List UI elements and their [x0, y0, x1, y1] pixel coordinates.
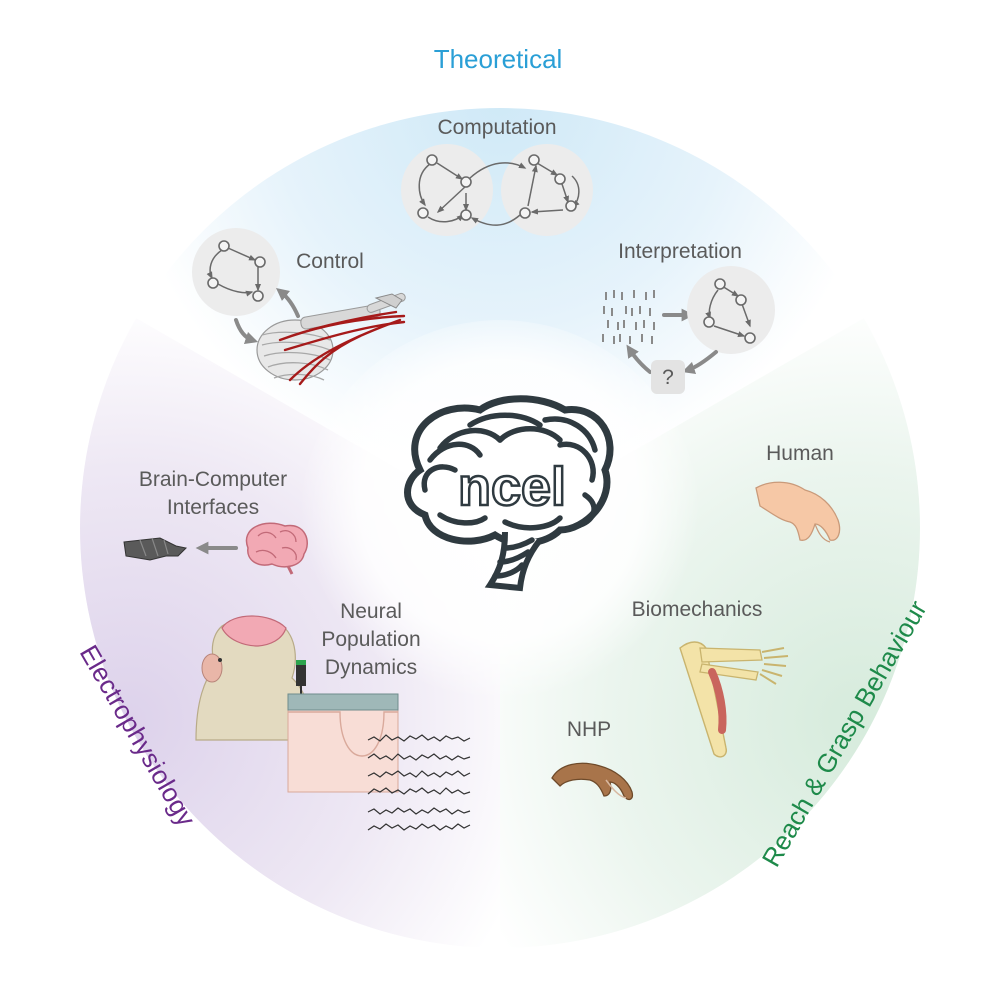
bci-label-line1: Brain-Computer	[139, 468, 287, 491]
control-arrow-down	[234, 318, 259, 345]
control-label: Control	[296, 250, 364, 273]
nhp-hand-icon	[551, 762, 634, 801]
computation-panel: Computation	[401, 116, 593, 236]
arm-bones-icon	[679, 641, 789, 758]
control-network-bg	[192, 228, 280, 316]
interpretation-panel: Interpretation ?	[602, 240, 775, 394]
computation-label: Computation	[437, 116, 556, 139]
ncel-logo-text: ncel	[458, 457, 566, 517]
ncel-brain-logo: ncel	[404, 395, 614, 592]
human-hand-icon	[755, 481, 841, 543]
arm-musculoskeletal-icon	[256, 292, 406, 386]
spike-raster-icon	[602, 290, 655, 344]
npd-label-line1: Neural	[340, 600, 402, 623]
theoretical-sector-bg	[136, 108, 864, 528]
interpretation-arrow-up	[626, 344, 652, 374]
pink-brain-icon	[245, 522, 308, 575]
npd-panel: Neural Population Dynamics	[195, 600, 471, 831]
theoretical-title: Theoretical	[434, 44, 563, 74]
question-mark: ?	[662, 366, 674, 389]
npd-label-line2: Population	[321, 628, 420, 651]
control-network-icon	[206, 240, 266, 302]
nhp-panel: NHP	[551, 718, 634, 801]
network-link-top	[469, 162, 527, 179]
question-box	[651, 360, 685, 394]
bci-panel: Brain-Computer Interfaces	[123, 468, 308, 575]
robotic-hand-icon	[123, 537, 188, 561]
interpretation-arrow-down	[681, 350, 718, 375]
neural-recording-traces	[367, 734, 471, 831]
control-panel: Control	[192, 228, 406, 386]
network-right-icon	[519, 154, 580, 219]
network-link-bottom	[470, 214, 521, 226]
network-left-icon	[417, 154, 472, 223]
human-panel: Human	[755, 442, 841, 543]
biomechanics-label: Biomechanics	[632, 598, 763, 621]
nhp-label: NHP	[567, 718, 611, 741]
monkey-icon	[195, 615, 313, 741]
interpretation-label: Interpretation	[618, 240, 742, 263]
interpretation-network-icon	[703, 278, 756, 344]
control-arrow-up	[276, 288, 300, 318]
cortex-slice-icon	[287, 693, 399, 793]
bci-label-line2: Interfaces	[167, 496, 259, 519]
npd-label-line3: Dynamics	[325, 656, 417, 679]
human-label: Human	[766, 442, 834, 465]
interpretation-network-bg	[687, 266, 775, 354]
biomechanics-panel: Biomechanics	[632, 598, 789, 758]
